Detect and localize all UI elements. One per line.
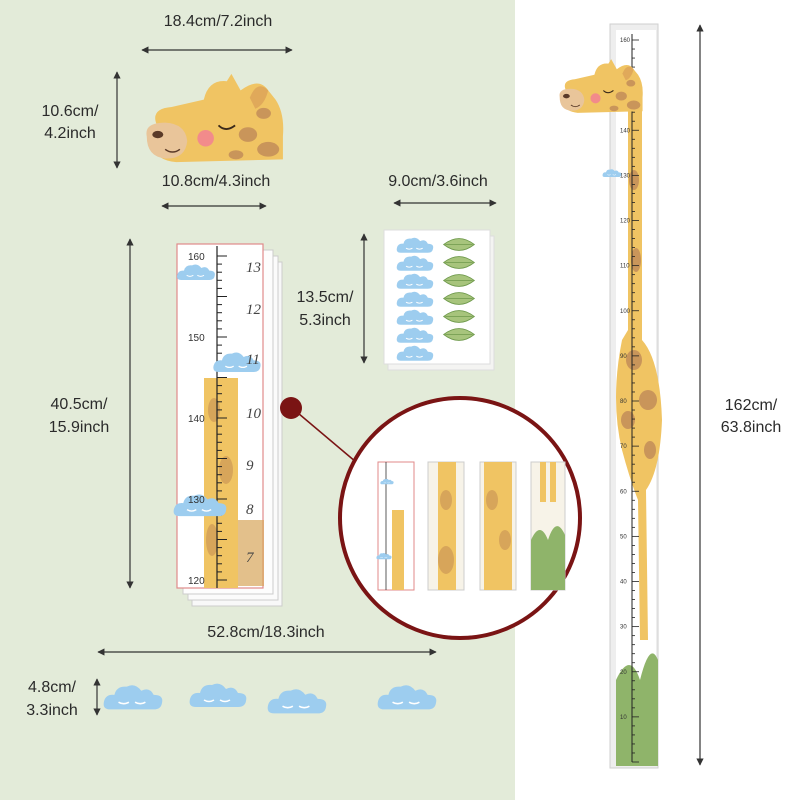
head-height-label-line1: 10.6cm/ <box>41 103 99 120</box>
full-cm-label: 10 <box>620 715 627 721</box>
total-height-label-line2: 63.8inch <box>720 419 782 436</box>
full-cm-label: 140 <box>620 128 631 134</box>
panel-cm-label: 120 <box>188 576 205 587</box>
panel-year-label: 8 <box>246 502 254 518</box>
full-cm-label: 110 <box>620 264 630 270</box>
sticker-sheet-height-label-line1: 13.5cm/ <box>296 289 354 306</box>
panel-year-label: 9 <box>246 458 254 474</box>
panel-year-label: 13 <box>246 260 261 276</box>
full-cm-label: 160 <box>620 38 631 44</box>
full-cm-label: 40 <box>620 580 627 586</box>
panel-cm-label: 140 <box>188 414 205 425</box>
full-cm-label: 70 <box>620 444 627 450</box>
panel-cm-label: 130 <box>188 495 205 506</box>
full-cm-label: 90 <box>620 354 627 360</box>
full-cm-label: 60 <box>620 489 627 495</box>
sticker-sheet-height-label-line2: 5.3inch <box>299 312 351 329</box>
total-width-label: 52.8cm/18.3inch <box>207 624 325 641</box>
full-cm-label: 20 <box>620 670 627 676</box>
panel-height-label-line1: 40.5cm/ <box>50 396 108 413</box>
panel-year-label: 11 <box>246 352 260 368</box>
full-cm-label: 130 <box>620 173 631 179</box>
full-cm-label: 50 <box>620 534 627 540</box>
panel-cm-label: 160 <box>188 252 205 263</box>
full-cm-label: 30 <box>620 625 627 631</box>
cloud-height-label-line2: 3.3inch <box>26 702 78 719</box>
head-base-width-label: 10.8cm/4.3inch <box>161 173 271 190</box>
head-height-label-line2: 4.2inch <box>44 125 96 142</box>
panel-year-label: 10 <box>246 406 262 422</box>
panel-year-label: 12 <box>246 302 262 318</box>
panel-height-label-line2: 15.9inch <box>48 419 110 436</box>
full-cm-label: 120 <box>620 219 631 225</box>
cloud-height-label-line1: 4.8cm/ <box>27 679 76 696</box>
panel-cm-label: 150 <box>188 333 205 344</box>
sticker-sheet-width-label: 9.0cm/3.6inch <box>388 173 488 190</box>
head-width-label: 18.4cm/7.2inch <box>163 13 273 30</box>
panel-year-label: 7 <box>246 550 255 566</box>
full-cm-label: 80 <box>620 399 627 405</box>
full-cm-label: 100 <box>620 309 631 315</box>
total-height-label-line1: 162cm/ <box>724 397 778 414</box>
